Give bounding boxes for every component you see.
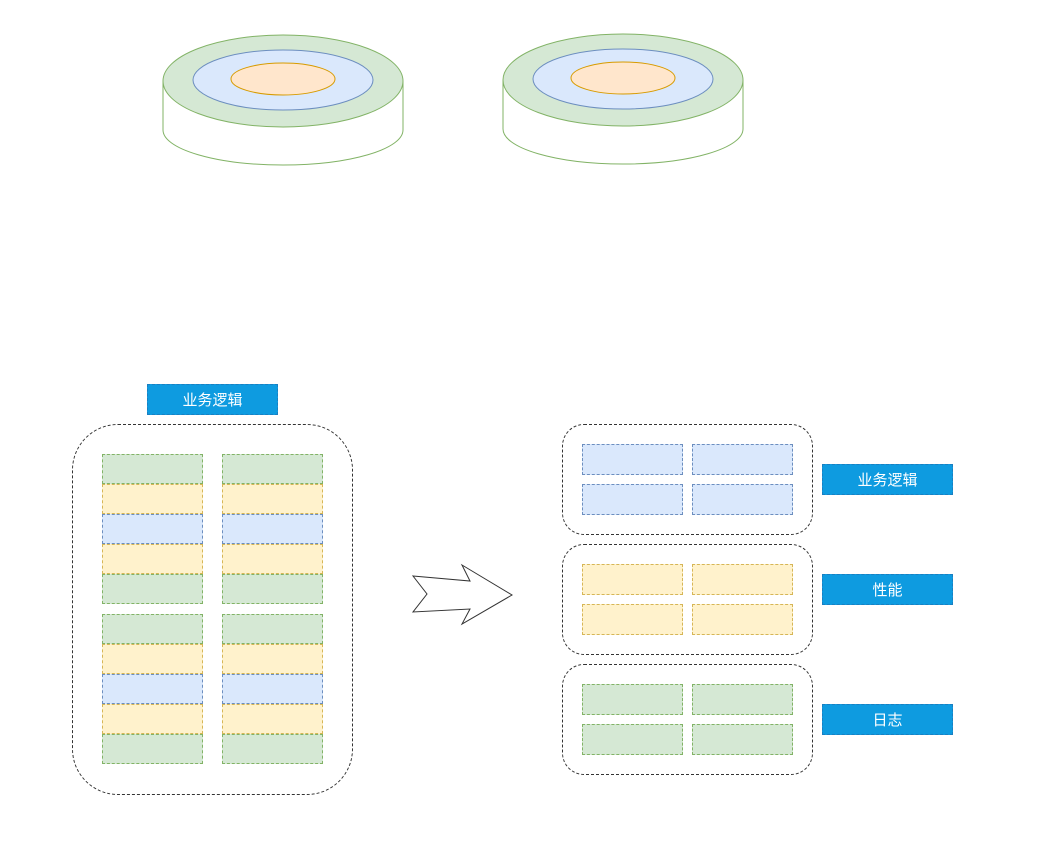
- stack-cell: [102, 574, 203, 604]
- stack-cell: [222, 734, 323, 764]
- group-container-performance: [562, 544, 813, 655]
- stack-cell: [222, 454, 323, 484]
- group-cell: [692, 484, 793, 515]
- cylinder-right-core: [570, 61, 676, 95]
- stack-cell: [102, 674, 203, 704]
- stack-cell: [102, 514, 203, 544]
- stack-cell: [102, 484, 203, 514]
- group-cell: [692, 444, 793, 475]
- stack-cell: [222, 484, 323, 514]
- stack-cell: [102, 734, 203, 764]
- group-cell: [692, 604, 793, 635]
- stack-cell: [222, 574, 323, 604]
- stack-cell: [222, 704, 323, 734]
- stack-cell: [102, 644, 203, 674]
- ring-cylinder-right: [502, 33, 744, 165]
- group-cell: [582, 564, 683, 595]
- group-cell: [582, 604, 683, 635]
- label-performance: 性能: [822, 574, 953, 605]
- stack-cell: [102, 614, 203, 644]
- group-cell: [582, 484, 683, 515]
- stack-cell: [102, 704, 203, 734]
- group-cell: [582, 724, 683, 755]
- transform-arrow: [411, 563, 513, 626]
- group-container-log: [562, 664, 813, 775]
- cylinder-left-core: [230, 62, 336, 96]
- group-cell: [692, 724, 793, 755]
- group-container-business-logic: [562, 424, 813, 535]
- stack-cell: [102, 544, 203, 574]
- stack-cell: [102, 454, 203, 484]
- group-cell: [692, 564, 793, 595]
- group-cell: [582, 684, 683, 715]
- label-business-logic-left: 业务逻辑: [147, 384, 278, 415]
- stack-cell: [222, 644, 323, 674]
- label-log: 日志: [822, 704, 953, 735]
- monolith-container: [72, 424, 353, 795]
- stack-cell: [222, 544, 323, 574]
- stack-cell: [222, 614, 323, 644]
- group-cell: [692, 684, 793, 715]
- label-business-logic-right: 业务逻辑: [822, 464, 953, 495]
- group-cell: [582, 444, 683, 475]
- ring-cylinder-left: [162, 34, 404, 166]
- stack-cell: [222, 674, 323, 704]
- stack-cell: [222, 514, 323, 544]
